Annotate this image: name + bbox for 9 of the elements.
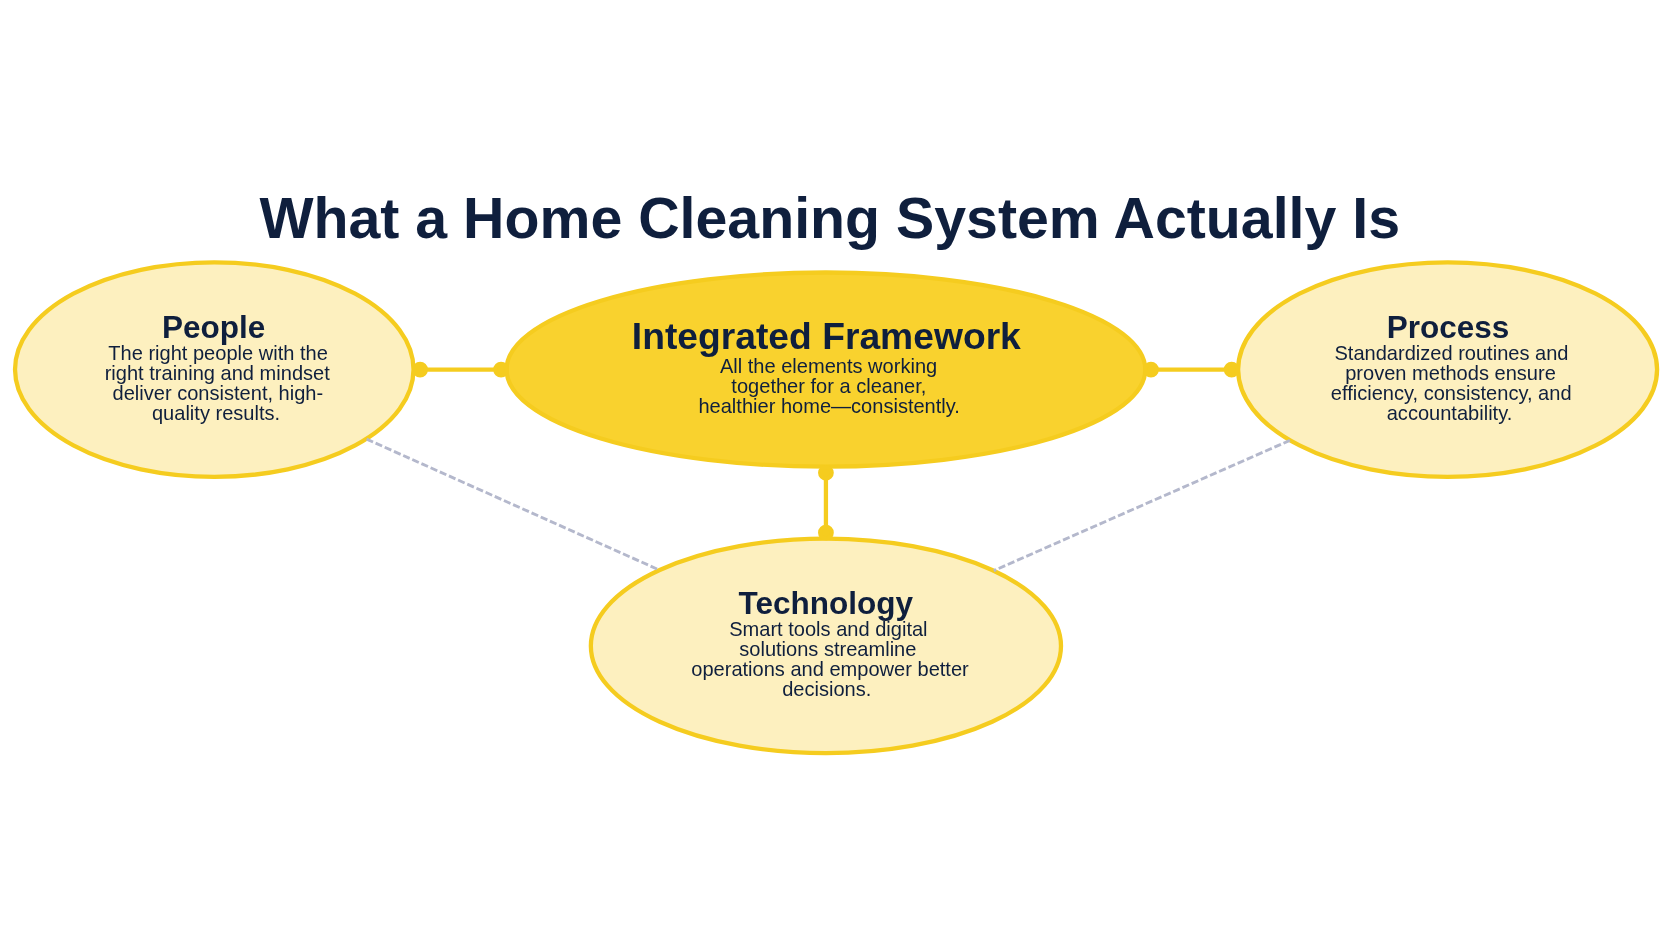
connector [993,439,1291,572]
connector [366,437,660,572]
node-ellipse: Process Standardized routines and proven methods ensure efficiency, consistency, and accountability. [1235,260,1660,480]
node-ellipse: Technology Smart tools and digital solutions streamline operations and empower better decisions. [588,536,1064,756]
connector [1143,361,1240,378]
node-ellipse: Integrated Framework All the elements working together for a cleaner, healthier home—consistently. [504,270,1148,469]
diagram-title: What a Home Cleaning System Actually Is [259,185,1401,250]
node-ellipse: People The right people with the right training and mindset deliver consistent, high-quality results. [12,260,416,480]
connector [412,361,509,378]
